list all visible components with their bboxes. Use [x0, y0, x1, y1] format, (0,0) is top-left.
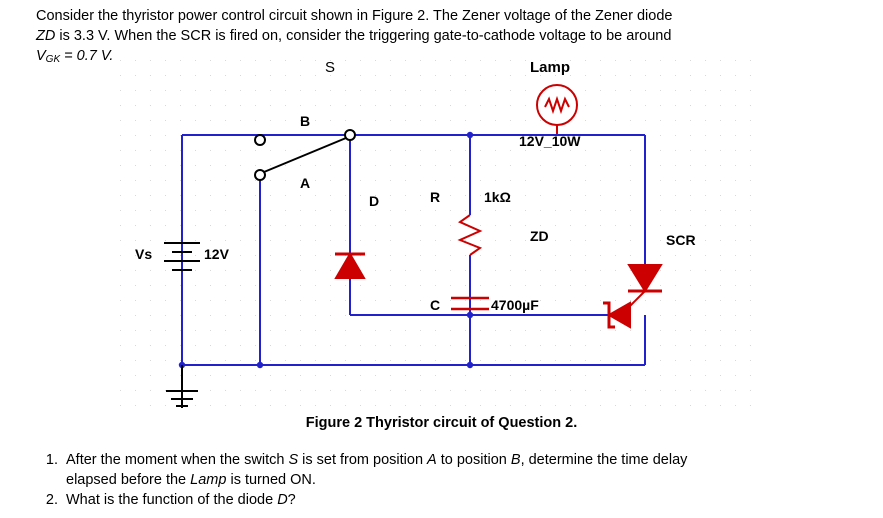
resistor-name-label: R	[430, 189, 440, 205]
q1-lamp-italic: Lamp	[190, 472, 227, 488]
question-1-text: After the moment when the switch S is se…	[66, 450, 856, 490]
q1-seg-f: , determine the time delay	[520, 452, 688, 468]
problem-line-3: VGK = 0.7 V.	[36, 46, 846, 70]
vgk-value: = 0.7 V.	[60, 48, 114, 64]
grid-background	[120, 60, 760, 410]
q1-seg-d: to position	[436, 452, 511, 468]
switch-label: S	[325, 60, 335, 76]
q1-pos-a-italic: A	[427, 452, 437, 468]
switch-terminal-b-label: B	[300, 113, 310, 129]
source-value-label: 12V	[204, 246, 230, 262]
q1-seg-a: After the moment when the switch	[66, 452, 289, 468]
capacitor-symbol	[451, 296, 489, 311]
q1-switch-italic: S	[288, 452, 299, 468]
zener-label-inline: ZD	[36, 28, 56, 44]
zener-symbol	[603, 301, 631, 329]
q1-seg-b: is set from position	[298, 452, 428, 468]
problem-line-2: ZD is 3.3 V. When the SCR is fired on, c…	[36, 26, 846, 46]
zener-label: ZD	[530, 228, 549, 244]
lamp-title-label: Lamp	[530, 60, 570, 76]
switch-symbol[interactable]	[254, 129, 356, 181]
source-name-label: Vs	[135, 246, 152, 262]
q2-seg-c: ?	[287, 492, 296, 508]
capacitor-name-label: C	[430, 297, 440, 313]
switch-terminal-a-label: A	[300, 175, 310, 191]
question-1-line-2: elapsed before the Lamp is turned ON.	[66, 470, 856, 490]
question-2-number: 2.	[45, 492, 58, 508]
diode-symbol	[334, 252, 366, 279]
q1-seg-h: is turned ON.	[226, 472, 316, 488]
vgk-symbol: V	[36, 48, 46, 64]
resistor-symbol	[457, 214, 483, 256]
problem-statement: Consider the thyristor power control cir…	[36, 6, 846, 70]
question-1-number: 1.	[45, 452, 58, 468]
circuit-labels: Lamp 12V_10W S B A Vs 12V D R 1kΩ ZD SCR…	[135, 60, 696, 313]
resistor-value-label: 1kΩ	[484, 189, 511, 205]
capacitor-value-label: 4700µF	[491, 297, 539, 313]
circuit-diagram: Lamp 12V_10W S B A Vs 12V D R 1kΩ ZD SCR…	[120, 60, 760, 410]
q2-diode-italic: D	[277, 492, 288, 508]
scr-label: SCR	[666, 232, 696, 248]
figure-caption: Figure 2 Thyristor circuit of Question 2…	[305, 415, 578, 431]
diode-label: D	[369, 193, 379, 209]
q2-seg-a: What is the function of the diode	[66, 492, 278, 508]
problem-line-1: Consider the thyristor power control cir…	[36, 8, 673, 24]
ground-symbol	[166, 365, 198, 408]
problem-line-2-rest: is 3.3 V. When the SCR is fired on, cons…	[55, 28, 672, 44]
vgk-subscript: GK	[45, 54, 61, 65]
q1-seg-g: elapsed before the	[66, 472, 191, 488]
question-1-line-1: After the moment when the switch S is se…	[66, 450, 856, 470]
question-2-line-1: What is the function of the diode D?	[66, 490, 856, 510]
scr-symbol	[624, 264, 663, 312]
lamp-rating-label: 12V_10W	[519, 133, 581, 149]
wiring	[181, 134, 646, 366]
question-2: 2. What is the function of the diode D?	[36, 490, 856, 510]
question-2-text: What is the function of the diode D?	[66, 490, 856, 510]
question-list: 1. After the moment when the switch S is…	[36, 450, 856, 510]
q1-pos-b-italic: B	[510, 452, 521, 468]
lamp-symbol	[470, 84, 578, 136]
voltage-source-symbol	[164, 242, 200, 271]
question-1: 1. After the moment when the switch S is…	[36, 450, 856, 490]
